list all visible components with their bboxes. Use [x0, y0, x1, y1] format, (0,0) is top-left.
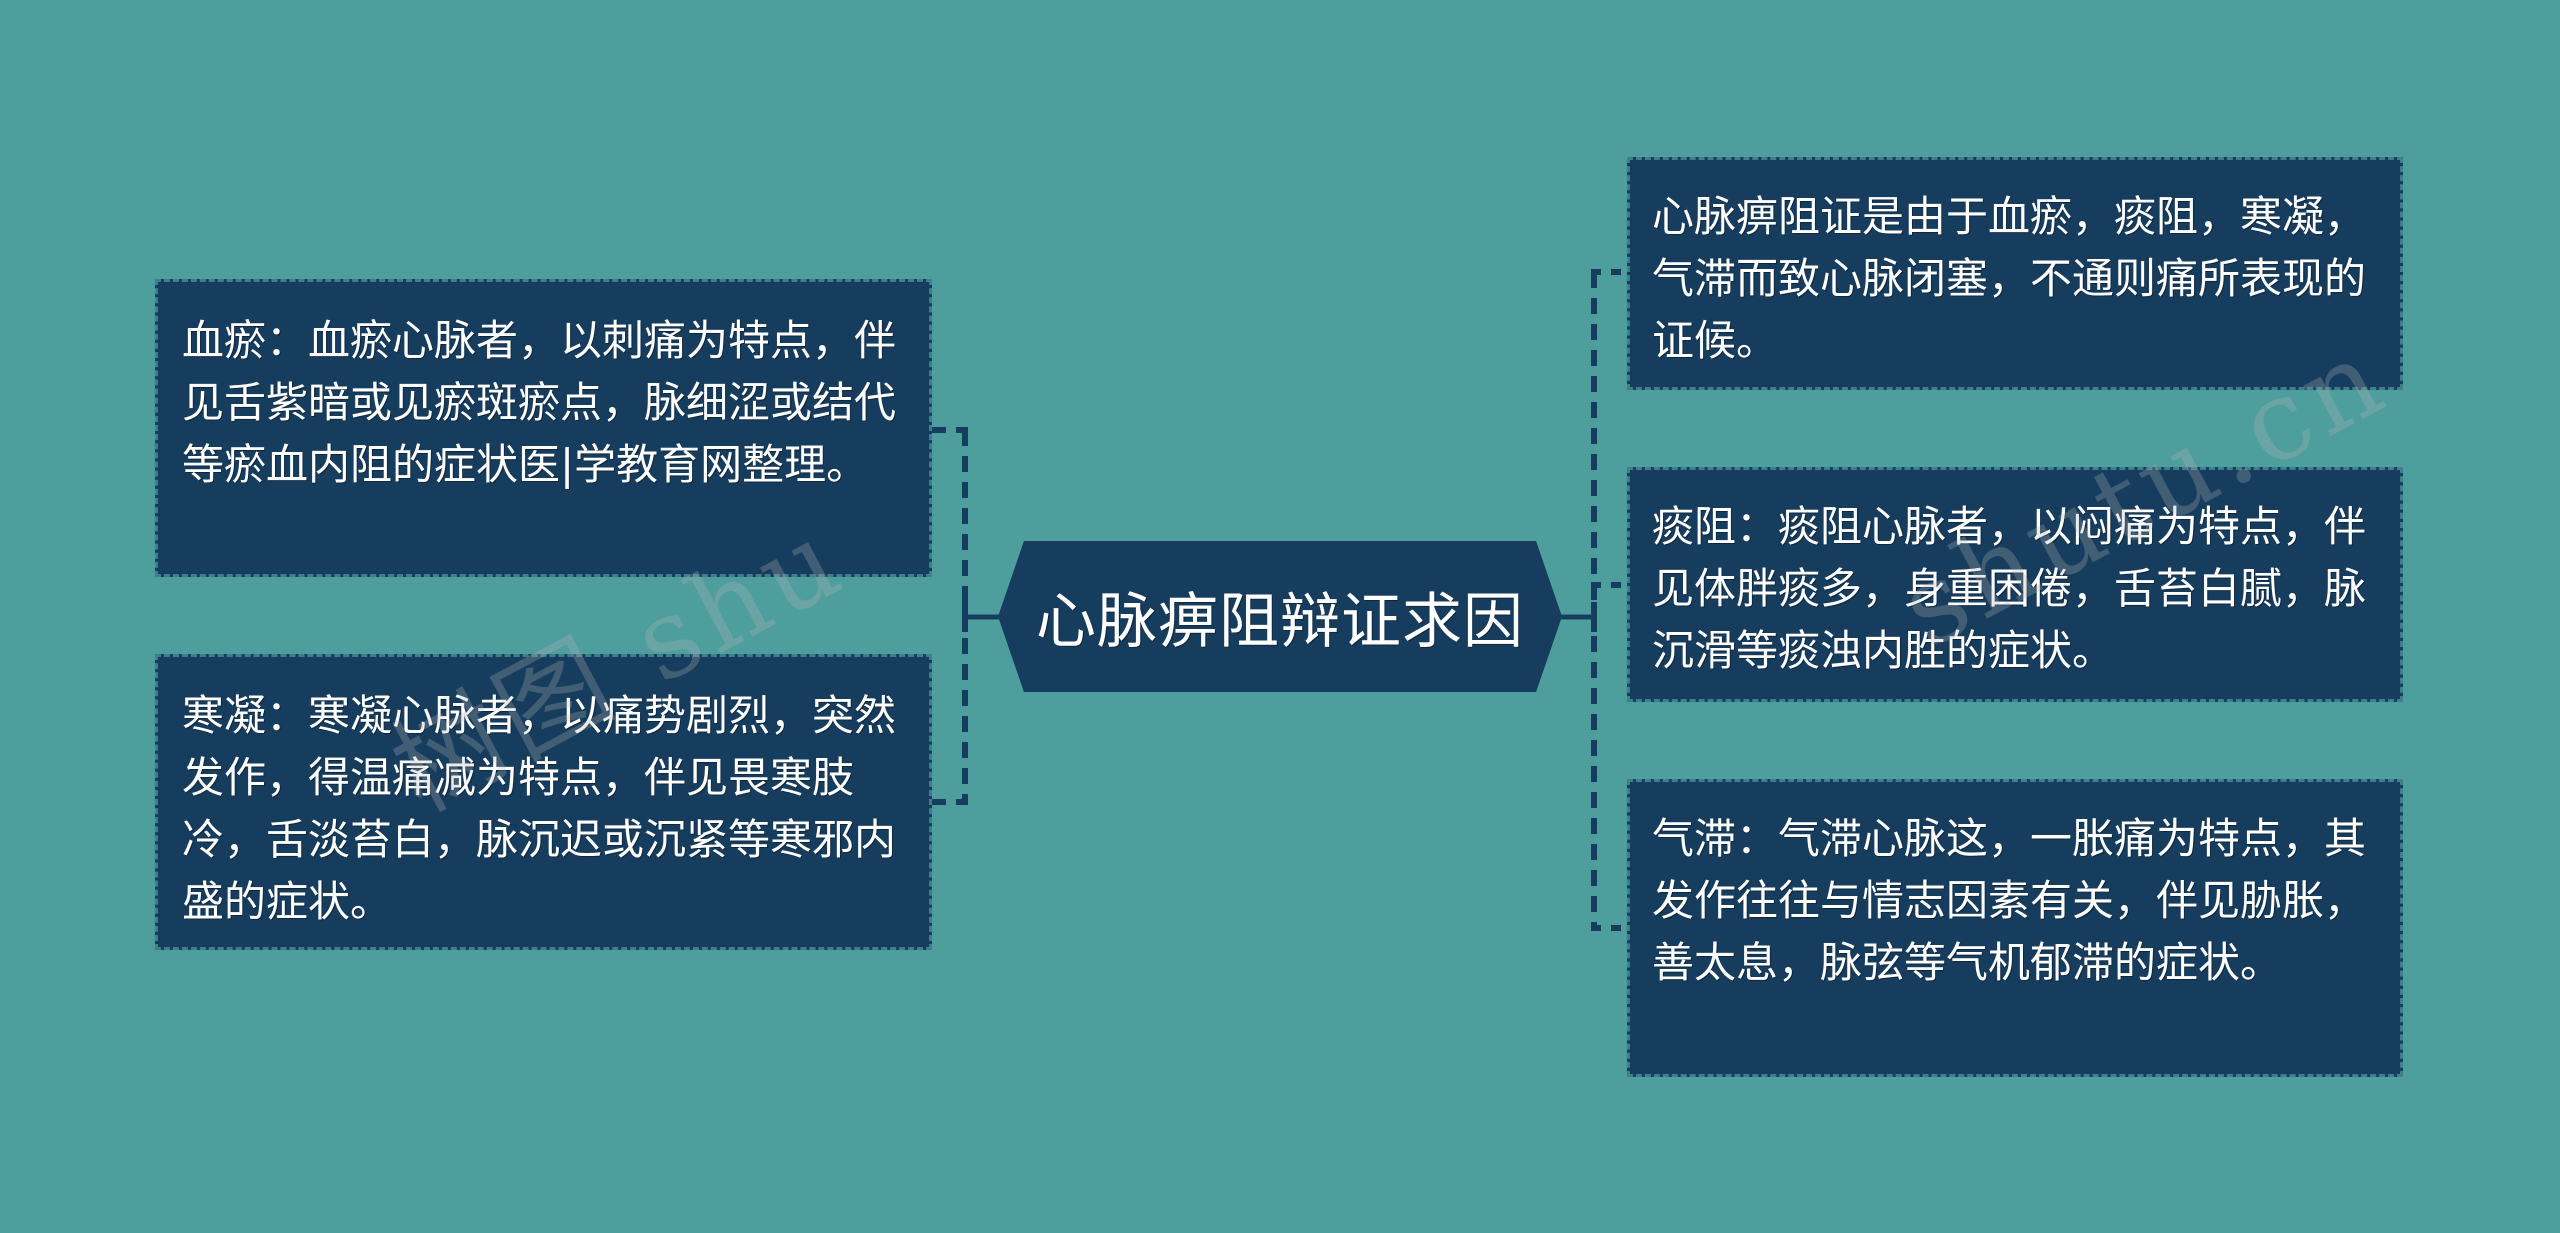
branch-node-text: 心脉痹阻证是由于血瘀，痰阻，寒凝，气滞而致心脉闭塞，不通则痛所表现的证候。 [1652, 192, 2367, 365]
branch-node-text: 痰阻：痰阻心脉者，以闷痛为特点，伴见体胖痰多，身重困倦，舌苔白腻，脉沉滑等痰浊内… [1652, 502, 2367, 675]
branch-node-text: 气滞：气滞心脉这，一胀痛为特点，其发作往往与情志因素有关，伴见胁胀，善太息，脉弦… [1652, 814, 2367, 987]
branch-node-text: 寒凝：寒凝心脉者，以痛势剧烈，突然发作，得温痛减为特点，伴见畏寒肢冷，舌淡苔白，… [182, 691, 897, 926]
central-topic-node[interactable]: 心脉痹阻辩证求因 [998, 541, 1562, 692]
central-topic-title: 心脉痹阻辩证求因 [1036, 587, 1524, 657]
branch-node-blood-stasis[interactable]: 血瘀：血瘀心脉者，以刺痛为特点，伴见舌紫暗或见瘀斑瘀点，脉细涩或结代等瘀血内阻的… [155, 279, 932, 577]
branch-node-definition[interactable]: 心脉痹阻证是由于血瘀，痰阻，寒凝，气滞而致心脉闭塞，不通则痛所表现的证候。 [1627, 157, 2403, 390]
branch-node-qi-stagnation[interactable]: 气滞：气滞心脉这，一胀痛为特点，其发作往往与情志因素有关，伴见胁胀，善太息，脉弦… [1627, 779, 2403, 1077]
branch-node-cold-congealing[interactable]: 寒凝：寒凝心脉者，以痛势剧烈，突然发作，得温痛减为特点，伴见畏寒肢冷，舌淡苔白，… [155, 654, 932, 950]
branch-node-text: 血瘀：血瘀心脉者，以刺痛为特点，伴见舌紫暗或见瘀斑瘀点，脉细涩或结代等瘀血内阻的… [182, 316, 897, 489]
branch-node-phlegm-obstruction[interactable]: 痰阻：痰阻心脉者，以闷痛为特点，伴见体胖痰多，身重困倦，舌苔白腻，脉沉滑等痰浊内… [1627, 467, 2403, 702]
